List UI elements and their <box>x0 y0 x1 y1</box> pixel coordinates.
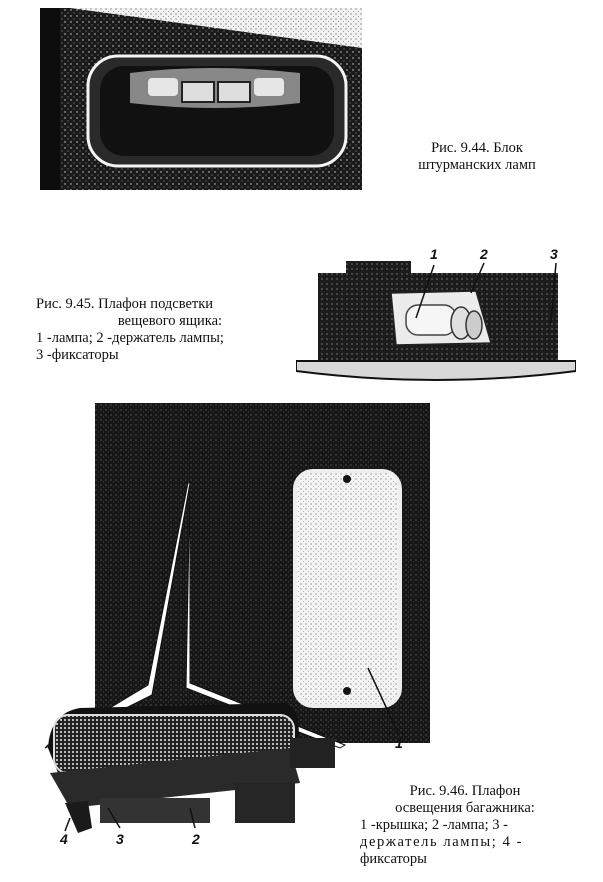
callout-number: 3 <box>116 831 124 847</box>
trunk-lamp-cover <box>293 469 402 708</box>
trunk-lamp-assembly <box>48 703 335 833</box>
caption-line: штурманских ламп <box>418 157 536 173</box>
figure-9-44-caption: Рис. 9.44. Блок штурманских ламп <box>397 140 557 174</box>
caption-line: 1 -лампа; 2 -держатель лампы; <box>36 330 224 346</box>
caption-line: вещевого ящика: <box>117 313 223 329</box>
caption-line: фиксаторы <box>360 851 427 867</box>
caption-line: Рис. 9.46. Плафон <box>409 783 521 799</box>
callout-number: 1 <box>395 735 403 751</box>
caption-line: 1 -крышка; 2 -лампа; 3 - <box>360 817 508 833</box>
callout-number: 3 <box>550 246 558 262</box>
figure-9-45-photo: 1 2 3 <box>296 246 576 381</box>
caption-line: держатель лампы; 4 - <box>360 834 524 850</box>
figure-9-45-caption: Рис. 9.45. Плафон подсветки вещевого ящи… <box>36 296 286 364</box>
navigator-lamp-unit <box>86 54 348 168</box>
caption-line: Рис. 9.45. Плафон подсветки <box>36 296 214 312</box>
figure-9-46-caption: Рис. 9.46. Плафон освещения багажника: 1… <box>360 783 570 868</box>
callout-number: 2 <box>479 246 488 262</box>
figure-9-44-photo <box>40 8 362 190</box>
callout-number: 1 <box>430 246 438 262</box>
callout-number: 2 <box>191 831 200 847</box>
caption-line: освещения багажника: <box>395 800 535 816</box>
caption-line: 3 -фиксаторы <box>36 347 119 363</box>
callout-number: 4 <box>59 831 68 847</box>
caption-line: Рис. 9.44. Блок <box>431 140 523 156</box>
glovebox-lamp-body <box>296 261 576 381</box>
figure-9-46-photo: 1 2 3 4 <box>44 403 440 847</box>
